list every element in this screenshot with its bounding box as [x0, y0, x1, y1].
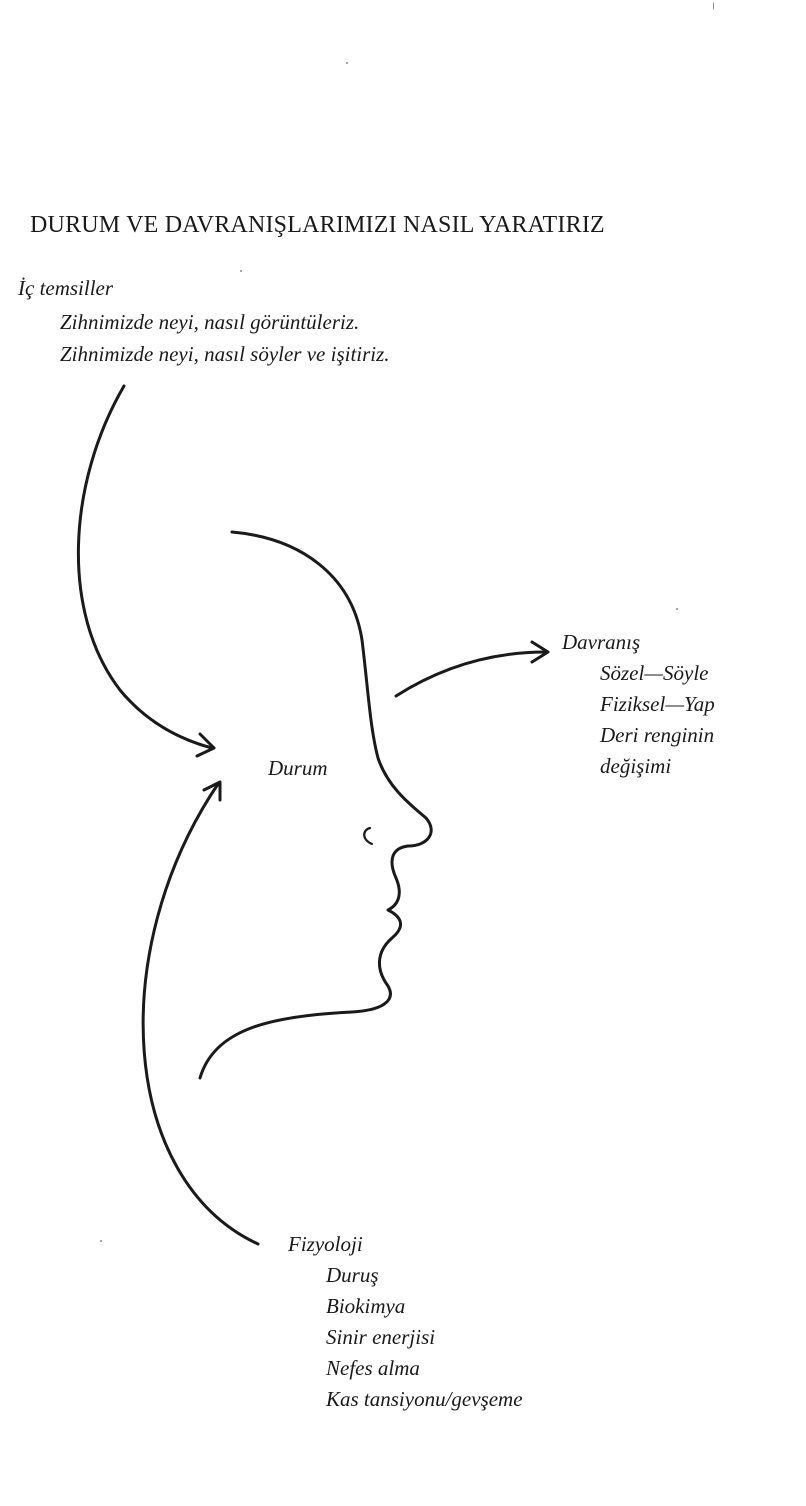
behavior-heading: Davranış — [562, 630, 641, 654]
arrowhead-behavior — [530, 640, 550, 664]
page-title: DURUM VE DAVRANIŞLARIMIZI NASIL YARATIRI… — [30, 212, 605, 238]
arrow-inner-representations-to-state — [76, 384, 214, 750]
scan-speck — [240, 270, 242, 272]
face-profile — [198, 530, 433, 1080]
eye-mark — [363, 826, 374, 846]
behavior-item: değişimi — [600, 754, 672, 778]
physiology-item: Duruş — [326, 1263, 379, 1287]
scan-speck — [676, 608, 678, 610]
state-label: Durum — [268, 756, 328, 780]
physiology-item: Biokimya — [326, 1294, 406, 1318]
scan-speck — [713, 2, 714, 10]
inner-representations-item: Zihnimizde neyi, nasıl görüntüleriz. — [60, 310, 360, 334]
arrow-state-to-behavior — [394, 650, 548, 698]
scan-speck — [100, 1240, 102, 1242]
inner-representations-item: Zihnimizde neyi, nasıl söyler ve işitiri… — [60, 342, 390, 366]
behavior-item: Fiziksel—Yap — [600, 692, 715, 716]
behavior-item: Deri renginin — [600, 723, 715, 747]
arrowhead-inner — [195, 732, 216, 758]
physiology-item: Kas tansiyonu/gevşeme — [326, 1387, 523, 1411]
inner-representations-heading: İç temsiller — [18, 276, 114, 300]
physiology-item: Nefes alma — [326, 1356, 420, 1380]
arrow-physiology-to-state — [141, 782, 260, 1246]
behavior-item: Sözel—Söyle — [600, 661, 709, 685]
scan-speck — [346, 62, 348, 64]
physiology-item: Sinir enerjisi — [326, 1325, 436, 1349]
physiology-heading: Fizyoloji — [288, 1232, 363, 1256]
arrowhead-physiology — [202, 780, 222, 802]
